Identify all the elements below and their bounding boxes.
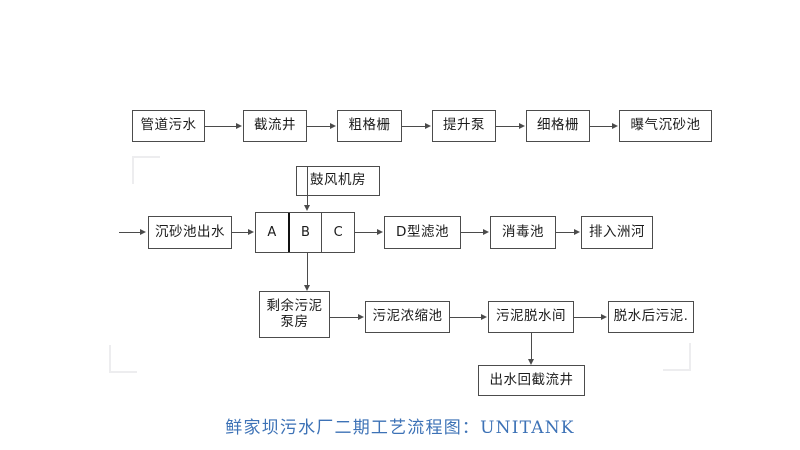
arrow-row3-1 (358, 313, 364, 320)
arrow-row1-1 (236, 122, 242, 129)
connector-row2-2 (355, 232, 379, 233)
node-intercept-well[interactable]: 截流井 (243, 110, 307, 142)
connector-blower-down (307, 166, 308, 206)
page-corner-mark-bottom-right (663, 343, 691, 371)
node-pipe-sewage[interactable]: 管道污水 (132, 110, 205, 142)
arrow-row1-4 (519, 122, 525, 129)
arrow-row2-3 (483, 228, 489, 235)
connector-row2-inlet (119, 232, 142, 233)
connector-row3-1 (330, 317, 360, 318)
page-corner-mark-middle-left (132, 156, 160, 184)
connector-row2-4 (556, 232, 576, 233)
arrow-row2-inlet (140, 228, 146, 235)
connector-row3-2 (450, 317, 483, 318)
connector-row3-3 (574, 317, 603, 318)
arrow-row2-4 (574, 228, 580, 235)
diagram-caption: 鲜家坝污水厂二期工艺流程图：UNITANK (225, 418, 575, 438)
node-sludge-thicken[interactable]: 污泥浓缩池 (365, 301, 450, 333)
connector-row1-3 (402, 126, 427, 127)
node-discharge[interactable]: 排入洲河 (581, 216, 653, 249)
node-disinfect[interactable]: 消毒池 (490, 216, 556, 249)
arrow-row3-3 (601, 313, 607, 320)
connector-row1-4 (496, 126, 521, 127)
arrow-row1-5 (612, 122, 618, 129)
node-d-filter[interactable]: D型滤池 (384, 216, 461, 249)
connector-row1-2 (307, 126, 332, 127)
arrow-blower-down (303, 205, 310, 211)
connector-dewater-to-return (531, 333, 532, 361)
node-grit-effluent[interactable]: 沉砂池出水 (148, 216, 232, 249)
node-aerated-grit[interactable]: 曝气沉砂池 (619, 110, 712, 142)
tank-cell-b[interactable]: B (287, 213, 322, 252)
node-unitank[interactable]: A B C (255, 212, 355, 253)
arrow-row2-2 (377, 228, 383, 235)
arrow-row1-3 (425, 122, 431, 129)
node-fine-screen[interactable]: 细格栅 (526, 110, 590, 142)
arrow-tank-to-sludge (303, 285, 310, 291)
node-lift-pump[interactable]: 提升泵 (432, 110, 496, 142)
tank-cell-a[interactable]: A (267, 225, 277, 240)
page-corner-mark-bottom-left (109, 345, 137, 373)
connector-row1-5 (590, 126, 614, 127)
node-dewatered-sludge[interactable]: 脱水后污泥. (608, 301, 694, 333)
connector-tank-to-sludge (307, 253, 308, 287)
connector-row2-3 (461, 232, 485, 233)
arrow-row3-2 (481, 313, 487, 320)
arrow-row2-1 (248, 228, 254, 235)
connector-row1-1 (205, 126, 238, 127)
connector-row2-1 (232, 232, 250, 233)
node-return-water[interactable]: 出水回截流井 (478, 365, 585, 396)
node-blower-room[interactable]: 鼓风机房 (296, 166, 380, 196)
arrow-dewater-to-return (527, 359, 534, 365)
node-sludge-dewater[interactable]: 污泥脱水间 (488, 301, 574, 333)
tank-cell-c[interactable]: C (321, 213, 354, 252)
node-sludge-pump[interactable]: 剩余污泥 泵房 (259, 291, 330, 338)
arrow-row1-2 (330, 122, 336, 129)
node-coarse-screen[interactable]: 粗格栅 (337, 110, 402, 142)
